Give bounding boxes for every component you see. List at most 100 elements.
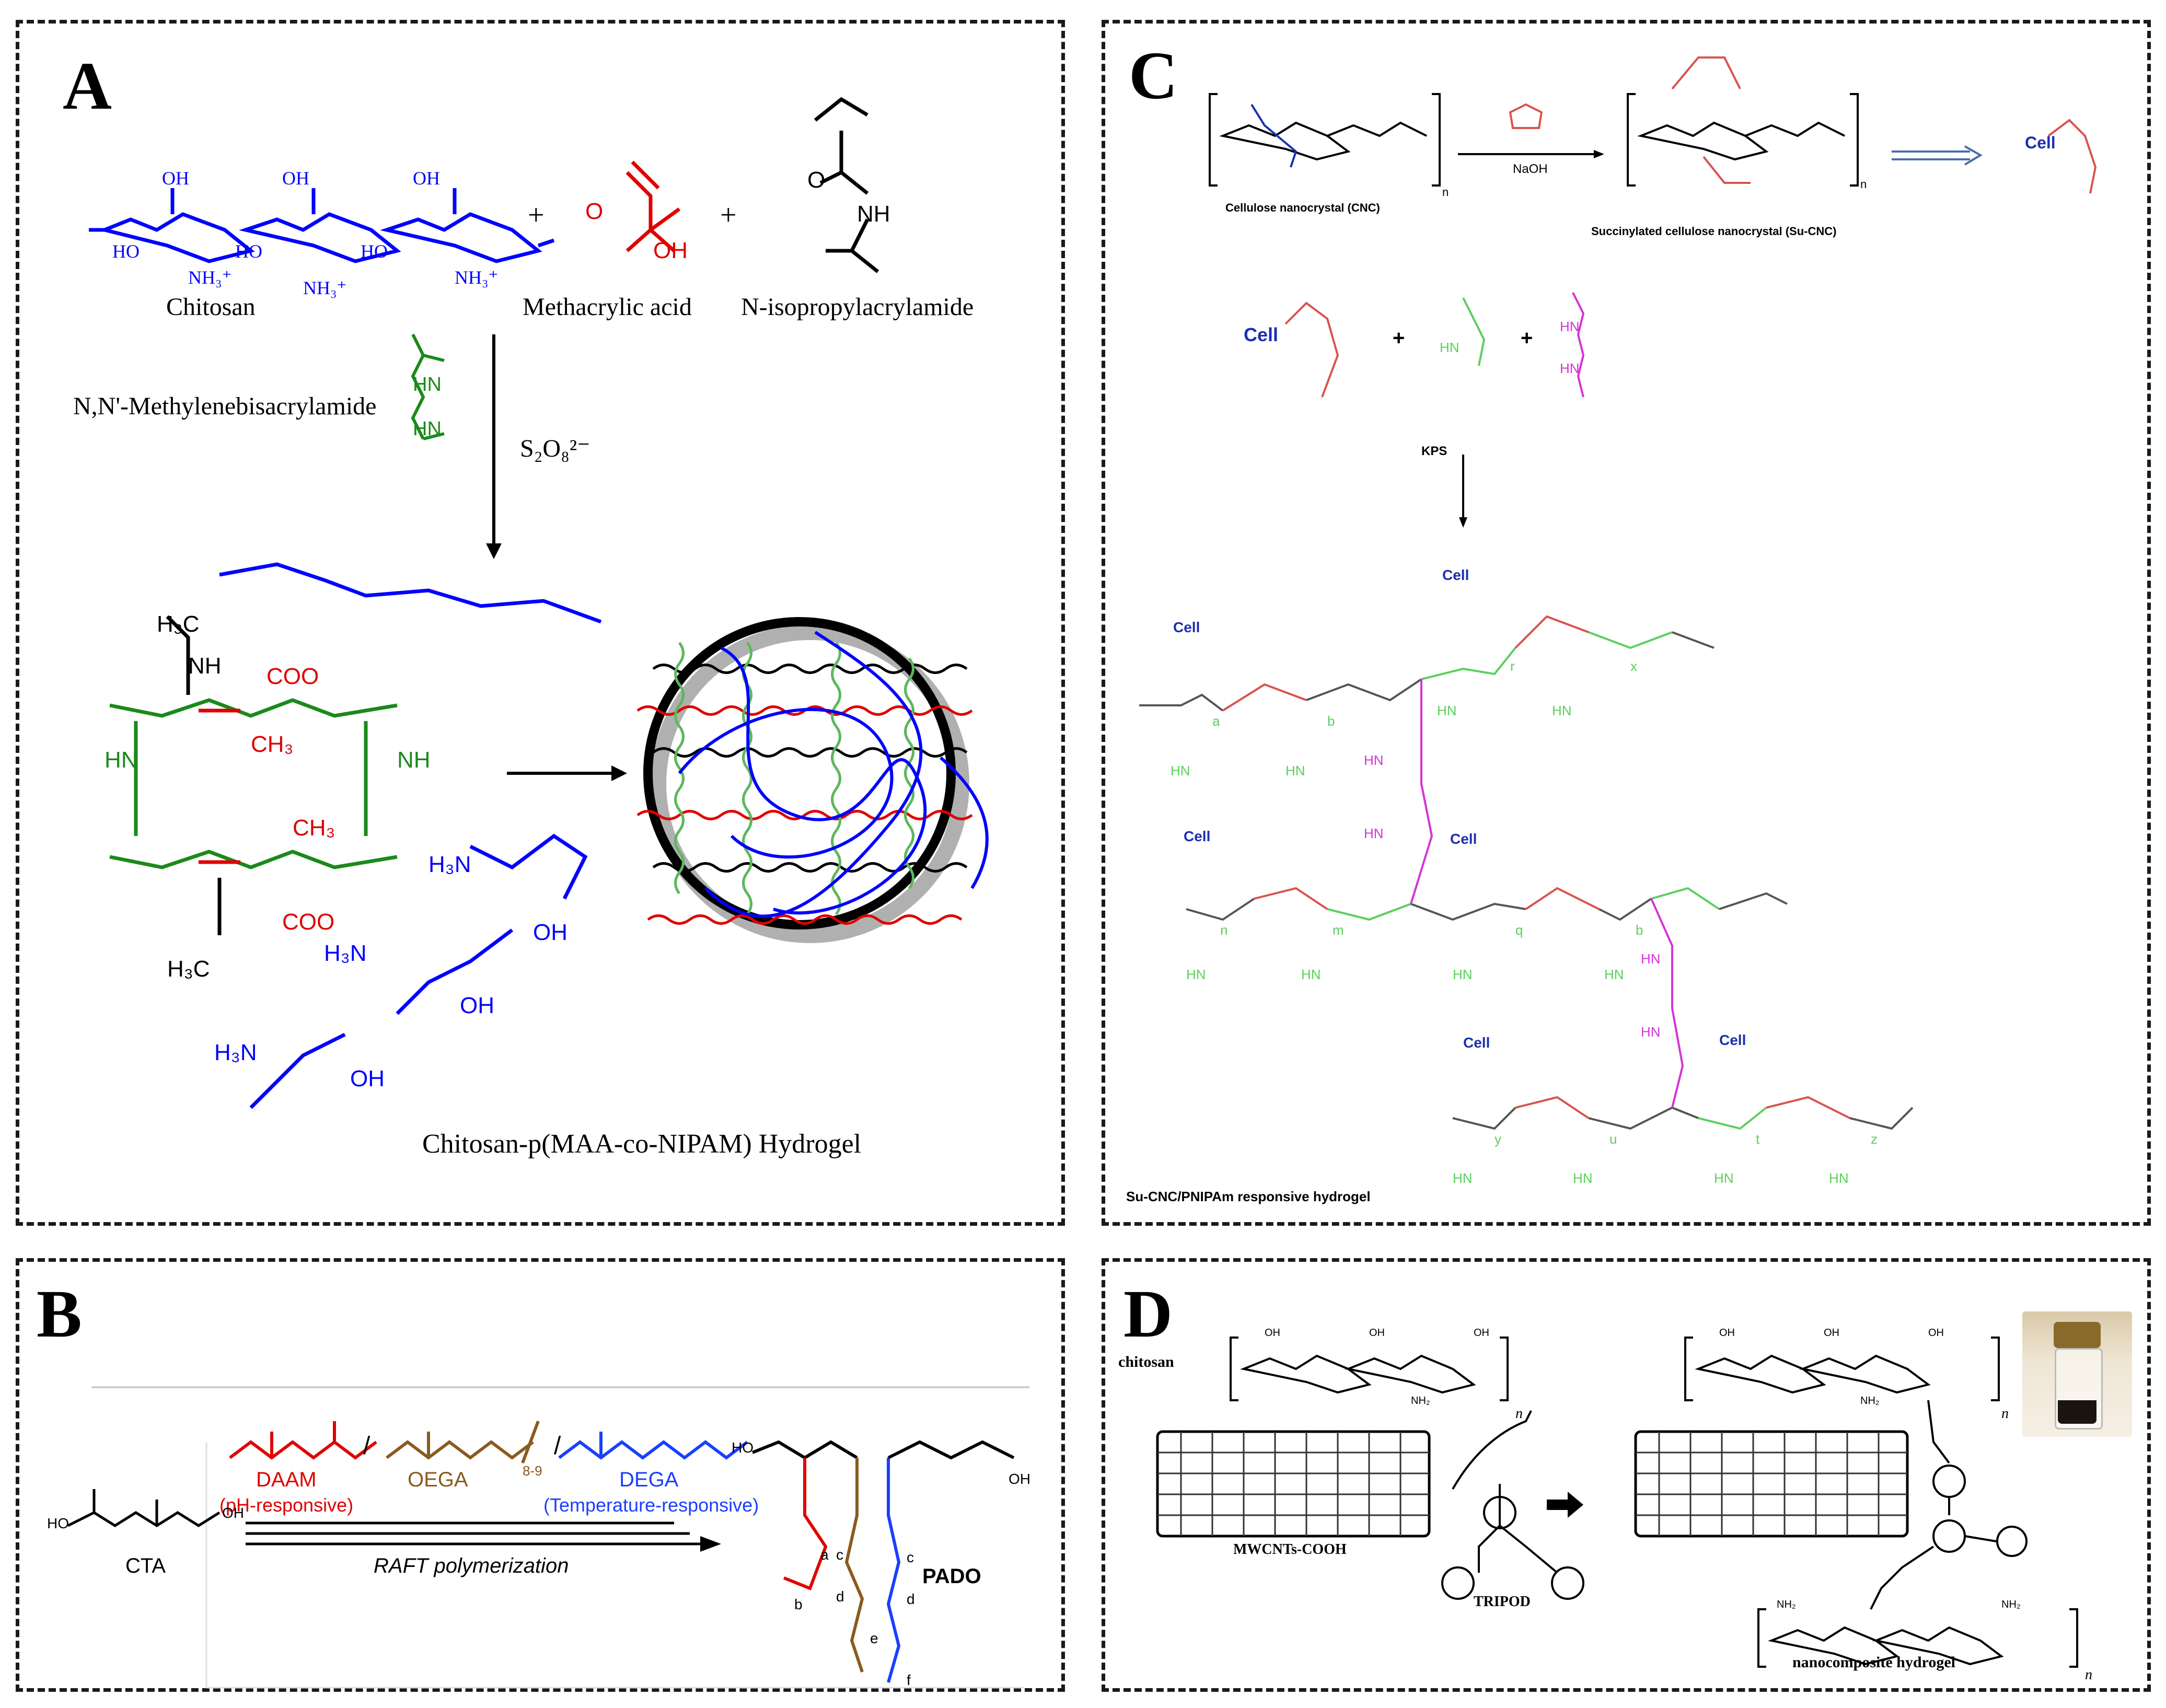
product-network (109, 562, 602, 1109)
tripod (1441, 1410, 1584, 1600)
chitosan-d-right-bottom (1757, 1608, 2078, 1668)
label-pado-oh: OH (1009, 1471, 1030, 1487)
label-naoh: NaOH (1513, 162, 1548, 176)
label-mwcnt: MWCNTs-COOH (1233, 1541, 1347, 1558)
dega-structure (558, 1432, 748, 1460)
label-pado-d2: d (907, 1591, 915, 1607)
label-cta: CTA (125, 1554, 166, 1577)
label-hn-mba-1: HN (413, 374, 442, 396)
label-hn-seg-9: HN (1453, 1170, 1473, 1186)
label-slash-2: / (554, 1432, 561, 1460)
label-pado-a: a (820, 1547, 829, 1563)
pado-structure (751, 1440, 1015, 1683)
chitosan-d-left (1230, 1337, 1509, 1401)
panel-c (1102, 20, 2151, 1226)
label-nh3-1: NH₃⁺ (188, 267, 232, 288)
label-seg-q: q (1515, 922, 1523, 938)
panel-a-letter: A (63, 49, 112, 124)
label-seg-b2: b (1636, 922, 1643, 938)
label-seg-x: x (1630, 658, 1637, 674)
label-oh-d4: OH (1719, 1327, 1735, 1339)
label-hn-seg-3: HN (1437, 703, 1457, 718)
label-oh-d1: OH (1265, 1327, 1280, 1339)
label-ch3-1: CH₃ (251, 731, 294, 757)
label-pado-b: b (794, 1596, 803, 1612)
label-mba: N,N'-Methylenebisacrylamide (73, 392, 377, 420)
nanotube-right (1634, 1430, 1909, 1538)
label-o-nipam: O (807, 167, 826, 193)
label-hn-hyd-2: HN (1560, 361, 1580, 376)
label-initiator: S₂O₈²⁻ (520, 435, 590, 462)
label-cnc: Cellulose nanocrystal (CNC) (1225, 201, 1380, 214)
hydrogel-vial-photo (2022, 1311, 2132, 1437)
label-nh-3: NH (397, 747, 431, 773)
label-chitosan-d: chitosan (1118, 1353, 1174, 1370)
label-tripod: TRIPOD (1474, 1594, 1531, 1610)
label-raft: RAFT polymerization (374, 1554, 569, 1577)
arrow-d (1547, 1492, 1583, 1518)
label-ho-2: HO (235, 241, 262, 262)
label-cell-n6: Cell (1719, 1032, 1746, 1048)
panel-a (16, 20, 1065, 1226)
anhydride-structure (1509, 103, 1543, 129)
raft-arrows (246, 1521, 705, 1546)
label-nipam: N-isopropylacrylamide (741, 293, 974, 321)
label-pado-c1: c (836, 1547, 843, 1563)
label-pado-c2: c (907, 1549, 914, 1565)
label-seg-n: n (1220, 922, 1228, 938)
label-cell-n5: Cell (1463, 1035, 1490, 1051)
label-h3n-1: H₃N (428, 852, 471, 877)
label-seg-b1: b (1327, 713, 1335, 729)
label-oega: OEGA (408, 1468, 468, 1491)
network-chains (1139, 615, 1914, 1130)
label-cta-oh: OH (222, 1505, 244, 1521)
chitosan-d-right-top (1684, 1337, 2000, 1401)
label-hn-seg-10: HN (1573, 1170, 1593, 1186)
nanotube-left (1156, 1430, 1431, 1538)
label-seg-r: r (1510, 658, 1515, 674)
label-hn-seg-7: HN (1453, 967, 1473, 982)
label-hn-seg-1: HN (1171, 763, 1190, 779)
label-sucnc: Succinylated cellulose nanocrystal (Su-C… (1591, 225, 1837, 238)
label-dega: DEGA (619, 1468, 679, 1491)
nipam (814, 97, 879, 273)
label-hn-link-4: HN (1641, 1024, 1661, 1040)
label-hn-nipam-c: HN (1440, 340, 1460, 355)
label-product-a: Chitosan-p(MAA-co-NIPAM) Hydrogel (422, 1129, 862, 1159)
label-oh-d2: OH (1369, 1327, 1385, 1339)
label-plus-2: + (720, 199, 737, 231)
label-cell-n1: Cell (1442, 567, 1469, 583)
label-nh2-d1: NH₂ (1411, 1395, 1430, 1407)
label-coo-2: COO (282, 909, 335, 935)
label-cell-react: Cell (1244, 324, 1279, 345)
label-plus-1: + (528, 199, 545, 231)
oega-structure (386, 1420, 540, 1464)
label-oh-d3: OH (1474, 1327, 1489, 1339)
label-ho-3: HO (361, 241, 388, 262)
label-hn-2: HN (105, 747, 138, 773)
label-hn-seg-12: HN (1829, 1170, 1849, 1186)
label-seg-y: y (1495, 1131, 1501, 1147)
label-hn-seg-4: HN (1552, 703, 1572, 718)
label-h3n-2: H₃N (324, 940, 367, 966)
label-nh-1: NH (188, 653, 222, 679)
label-hn-hyd-1: HN (1560, 319, 1580, 334)
cta-structure (67, 1489, 221, 1527)
label-oega-sub: 8-9 (523, 1463, 542, 1479)
daam-structure (229, 1421, 377, 1460)
label-hn-link-3: HN (1641, 951, 1661, 967)
label-n-d2: n (2001, 1405, 2009, 1422)
label-oh-d5: OH (1824, 1327, 1839, 1339)
label-nh-nipam: NH (857, 201, 890, 227)
double-arrow (1892, 150, 1970, 160)
hydrogel-sphere (636, 617, 989, 943)
label-daam-note: (pH-responsive) (219, 1494, 354, 1516)
label-seg-t: t (1756, 1131, 1760, 1147)
label-h3c-2: H₃C (167, 956, 210, 982)
label-oh-a2: OH (460, 993, 494, 1018)
label-cell-n3: Cell (1184, 828, 1211, 844)
